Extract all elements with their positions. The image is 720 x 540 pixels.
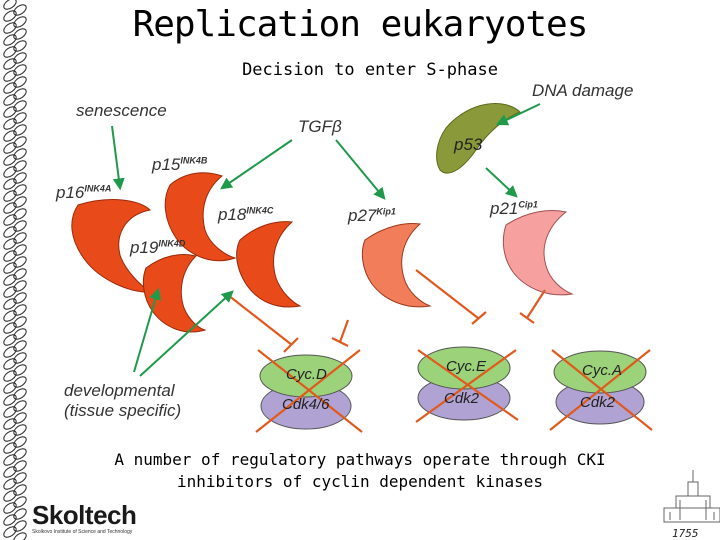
- cyclin-d-label: Cyc.D: [286, 366, 327, 383]
- inhibition-lines: [227, 269, 546, 353]
- p27-label: p27Kip1: [348, 206, 396, 225]
- senescence-label: senescence: [76, 101, 167, 120]
- p15-shape: [164, 172, 237, 262]
- caption: A number of regulatory pathways operate …: [40, 449, 680, 493]
- p21-label: p21Cip1: [490, 199, 538, 218]
- inhibition-crosses: [255, 349, 653, 433]
- complex-cyce-cdk2: [417, 346, 511, 421]
- cyclin-a-label: Cyc.A: [582, 362, 623, 379]
- p21-shape: [502, 210, 574, 296]
- cyclin-e-label: Cyc.E: [446, 358, 487, 375]
- tissue-specific-label: (tissue specific): [64, 401, 182, 420]
- p53-label: p53: [454, 135, 483, 154]
- logo-subtitle: Skolkovo Institute of Science and Techno…: [32, 529, 133, 535]
- caption-line-2: inhibitors of cyclin dependent kinases: [176, 472, 544, 491]
- p19-label: p19INK4D: [130, 238, 186, 257]
- p19-shape: [142, 254, 207, 333]
- p16-shape: [71, 199, 152, 293]
- year-label: 1755: [672, 527, 699, 540]
- complex-cyca-cdk2: [553, 350, 647, 425]
- page-title: Replication eukaryotes: [132, 4, 589, 45]
- tgfb-label: TGFβ: [298, 117, 342, 136]
- skoltech-logo: Skoltech Skolkovo Institute of Science a…: [32, 500, 137, 535]
- activation-arrows: [111, 103, 541, 377]
- p18-shape: [236, 221, 302, 308]
- dna-damage-label: DNA damage: [532, 81, 634, 100]
- logo-name: Skoltech: [32, 500, 137, 530]
- caption-line-1: A number of regulatory pathways operate …: [114, 450, 606, 469]
- complex-cycd-cdk46: [259, 354, 353, 430]
- p27-shape: [361, 223, 432, 308]
- cdk46-label: Cdk4/6: [282, 396, 330, 413]
- developmental-label: developmental: [64, 381, 175, 400]
- cdk2-label-a: Cdk2: [580, 394, 616, 411]
- decorative-border: [3, 0, 27, 540]
- p16-label: p16INK4A: [56, 183, 112, 202]
- cdk2-label-e: Cdk2: [444, 390, 480, 407]
- page-subtitle: Decision to enter S-phase: [242, 60, 498, 80]
- p15-label: p15INK4B: [152, 155, 208, 174]
- p18-label: p18INK4C: [218, 205, 274, 224]
